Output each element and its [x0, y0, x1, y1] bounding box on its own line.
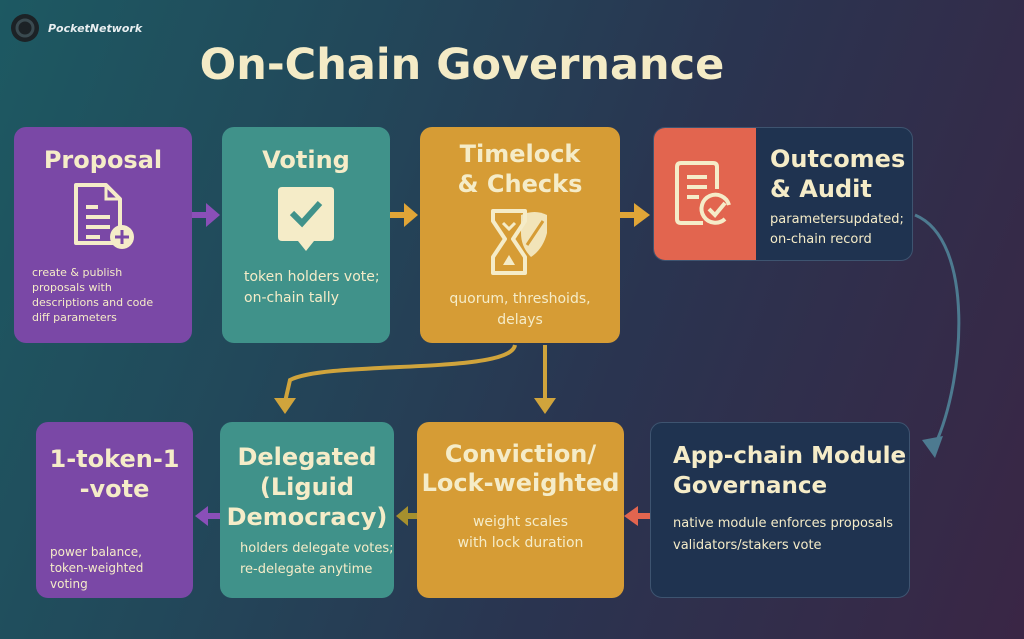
arrow-outcomes-to-appchain: [914, 213, 961, 458]
model-one-token-one-vote: 1-token-1-vote power balance, token-weig…: [36, 422, 193, 598]
arrow-timelock-to-delegated: [274, 344, 517, 414]
model-title: Governance: [673, 473, 828, 499]
step-description: on-chain record: [770, 232, 872, 247]
model-description: with lock duration: [457, 535, 584, 551]
step-title: Timelock: [459, 140, 581, 168]
model-title: (Liguid: [259, 473, 355, 501]
step-title: & Checks: [457, 170, 583, 198]
model-title: App-chain Module: [673, 443, 907, 469]
model-description: re-delegate anytime: [240, 562, 373, 577]
model-title: 1-token-1: [49, 445, 180, 473]
step-title: & Audit: [770, 175, 872, 203]
model-title: Delegated: [237, 443, 377, 471]
step-description: token holders vote; on-chain tally: [244, 269, 380, 306]
brand-name: PocketNetwork: [48, 21, 143, 35]
model-conviction: Conviction/Lock-weighted weight scales wi…: [417, 422, 624, 598]
check-bubble-icon: [278, 187, 334, 251]
arrow-timelock-to-outcomes: [620, 203, 650, 227]
arrow-delegated-to-onetoken: [195, 506, 220, 526]
model-title: -vote: [79, 475, 150, 503]
arrow-timelock-to-conviction: [534, 345, 556, 414]
arrow-conviction-to-delegated: [396, 506, 417, 526]
model-title: Democracy): [226, 503, 388, 531]
arrow-appchain-to-conviction: [624, 506, 650, 526]
step-description: delays: [497, 312, 543, 328]
model-description: native module enforces proposals: [673, 516, 894, 531]
page-title: On-Chain Governance: [199, 40, 725, 90]
model-description: holders delegate votes;: [240, 541, 394, 556]
step-description: quorum, threshoids,: [449, 291, 591, 307]
model-description: power balance, token-weighted voting: [50, 545, 144, 591]
step-proposal: Proposal create & publish proposals with…: [14, 127, 192, 343]
document-check-icon: [675, 161, 731, 225]
step-title: Proposal: [43, 146, 163, 174]
step-outcomes: Outcomes& Audit parametersupdated; on-cha…: [653, 127, 913, 261]
step-title: Outcomes: [770, 145, 906, 173]
arrow-proposal-to-voting: [192, 203, 220, 227]
model-description: weight scales: [472, 514, 569, 530]
arrow-voting-to-timelock: [390, 203, 418, 227]
outcomes-icon-panel: [654, 128, 756, 260]
step-description: create & publish proposals with descript…: [32, 266, 154, 324]
document-plus-icon: [74, 183, 134, 249]
step-description: parametersupdated;: [770, 212, 904, 227]
brand-logo: PocketNetwork: [10, 13, 142, 43]
model-title: Lock-weighted: [421, 469, 620, 497]
step-timelock: Timelock& Checks quorum, threshoids, dela…: [420, 127, 620, 343]
model-title: Conviction/: [444, 440, 597, 468]
hourglass-shield-icon: [491, 209, 547, 275]
step-title: Voting: [262, 146, 350, 174]
step-voting: Voting token holders vote; on-chain tall…: [222, 127, 390, 343]
pocket-logo-icon: [11, 14, 39, 42]
model-description: validators/stakers vote: [673, 538, 822, 553]
